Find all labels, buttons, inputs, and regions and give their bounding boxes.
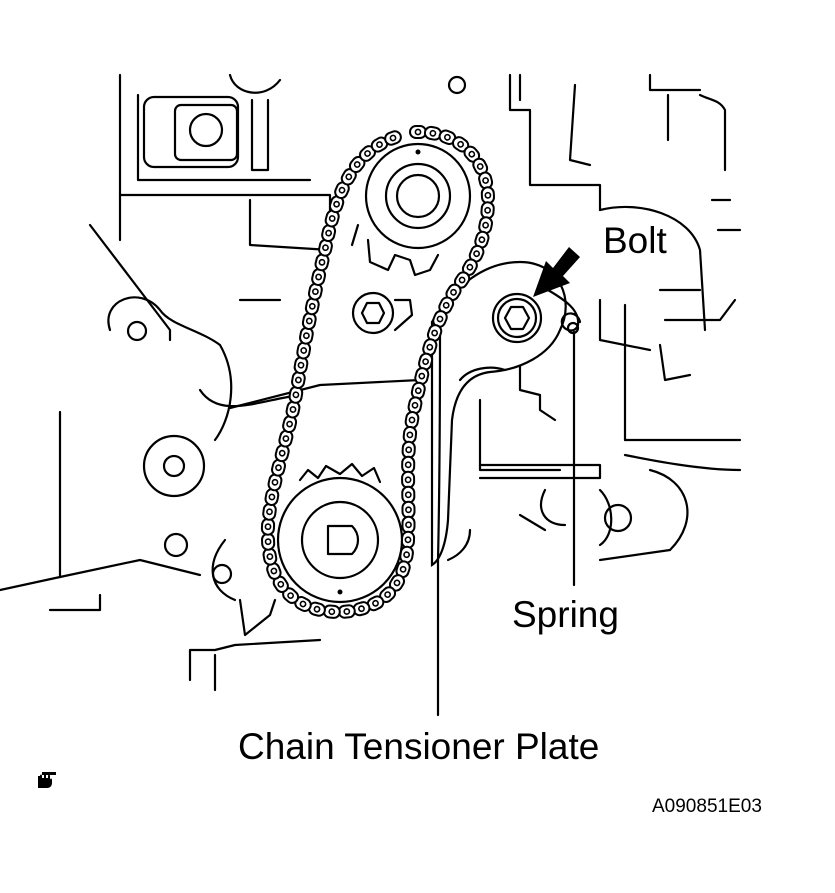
chain-link: [401, 440, 416, 459]
chain-link: [267, 473, 283, 492]
chain-link: [480, 201, 495, 220]
chain-link: [285, 400, 301, 419]
chain-tensioner-plate-label: Chain Tensioner Plate: [238, 726, 600, 767]
chain-link: [384, 130, 402, 146]
bolt-pointer-arrow: [533, 247, 580, 297]
chain-link: [337, 604, 356, 619]
chain-link: [401, 485, 416, 504]
chain-link: [260, 517, 276, 536]
chain-link: [304, 297, 320, 316]
chain-link: [261, 532, 276, 551]
chain-link: [271, 458, 286, 477]
camshaft-sprocket: [350, 142, 472, 277]
chain-link: [453, 271, 471, 289]
chain-link: [328, 195, 345, 214]
chain-link: [401, 455, 416, 474]
idler-bolt: [351, 291, 414, 335]
timing-chain: [260, 124, 496, 619]
tensioner-bolt: [491, 292, 543, 344]
spring-label: Spring: [512, 594, 619, 635]
chain-link: [418, 352, 434, 371]
chain-link: [480, 186, 496, 205]
service-procedure-icon: [38, 772, 56, 788]
bolt-label: Bolt: [603, 220, 667, 261]
chain-link: [401, 500, 416, 519]
chain-link: [409, 124, 427, 140]
chain-link: [352, 601, 371, 617]
chain-link: [400, 530, 416, 549]
chain-link: [401, 470, 416, 489]
right-housing: [446, 73, 742, 562]
chain-link: [311, 268, 327, 286]
chain-link: [307, 282, 323, 301]
chain-link: [322, 604, 341, 619]
figure-code: A090851E03: [652, 796, 762, 817]
chain-link: [282, 587, 300, 604]
crankshaft-sprocket: [276, 462, 404, 604]
chain-link: [262, 502, 277, 521]
chain-link: [334, 181, 350, 200]
chain-link: [422, 338, 438, 357]
chain-link: [274, 444, 290, 463]
chain-link: [401, 515, 416, 534]
chain-link: [314, 253, 330, 272]
chain-link: [402, 425, 418, 444]
engine-housing: [0, 73, 422, 692]
chain-link: [404, 411, 420, 429]
chain-link: [414, 367, 430, 386]
chain-link: [395, 560, 411, 579]
